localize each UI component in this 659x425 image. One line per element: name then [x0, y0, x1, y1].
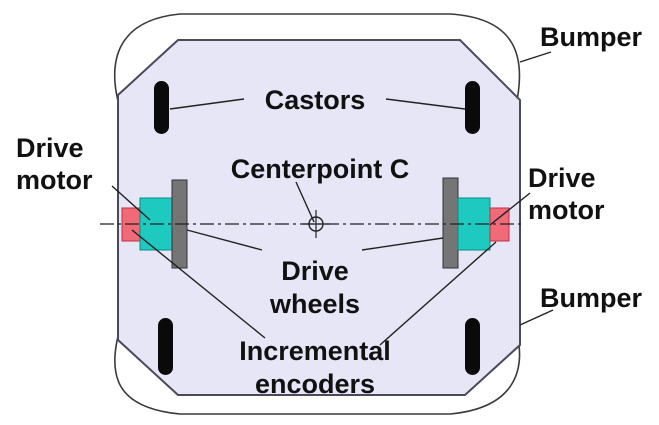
- drive-wheels-line2: wheels: [269, 289, 361, 319]
- drive-motor-left-line1: Drive: [16, 133, 84, 163]
- drive-wheels-line1: Drive: [281, 256, 349, 286]
- bumper-bottom-label: Bumper: [540, 283, 643, 313]
- leader-bumper-bottom: [519, 309, 554, 326]
- castor-top-right: [465, 81, 480, 134]
- centerpoint-label: Centerpoint C: [230, 154, 410, 184]
- leader-castors-left: [169, 98, 245, 110]
- drive-motor-right-line1: Drive: [528, 163, 596, 193]
- castors-label: Castors: [264, 85, 366, 115]
- leader-centerpoint: [295, 181, 315, 223]
- leader-encoders-left: [131, 229, 266, 339]
- drive-wheel-right: [442, 177, 459, 269]
- castor-bottom-left: [158, 318, 173, 375]
- leader-bumper-top: [519, 51, 552, 63]
- leader-castors-right: [385, 98, 466, 110]
- drive-motor-right-line2: motor: [528, 195, 605, 225]
- bumper-bottom-outline: [114, 324, 521, 415]
- bumper-top-label: Bumper: [540, 22, 643, 52]
- incremental-encoders-line1: Incremental: [239, 336, 391, 366]
- drive-motor-left-label: Drive motor: [16, 132, 93, 196]
- leader-drive-wheels-left: [186, 229, 263, 251]
- incremental-encoders-label: Incremental encoders: [220, 335, 410, 401]
- castor-bottom-right: [465, 318, 480, 375]
- incremental-encoders-line2: encoders: [254, 369, 376, 399]
- leader-drive-motor-left: [111, 185, 151, 221]
- castor-top-left: [154, 81, 169, 134]
- drive-motor-right-label: Drive motor: [528, 162, 605, 226]
- bumper-top-outline: [114, 13, 521, 113]
- leader-drive-motor-right: [489, 192, 531, 226]
- leader-encoders-right: [379, 241, 497, 346]
- centerpoint-icon: [302, 210, 330, 238]
- leader-drive-wheels-right: [361, 237, 444, 251]
- drive-wheels-label: Drive wheels: [245, 255, 385, 321]
- drive-motor-left-line2: motor: [16, 165, 93, 195]
